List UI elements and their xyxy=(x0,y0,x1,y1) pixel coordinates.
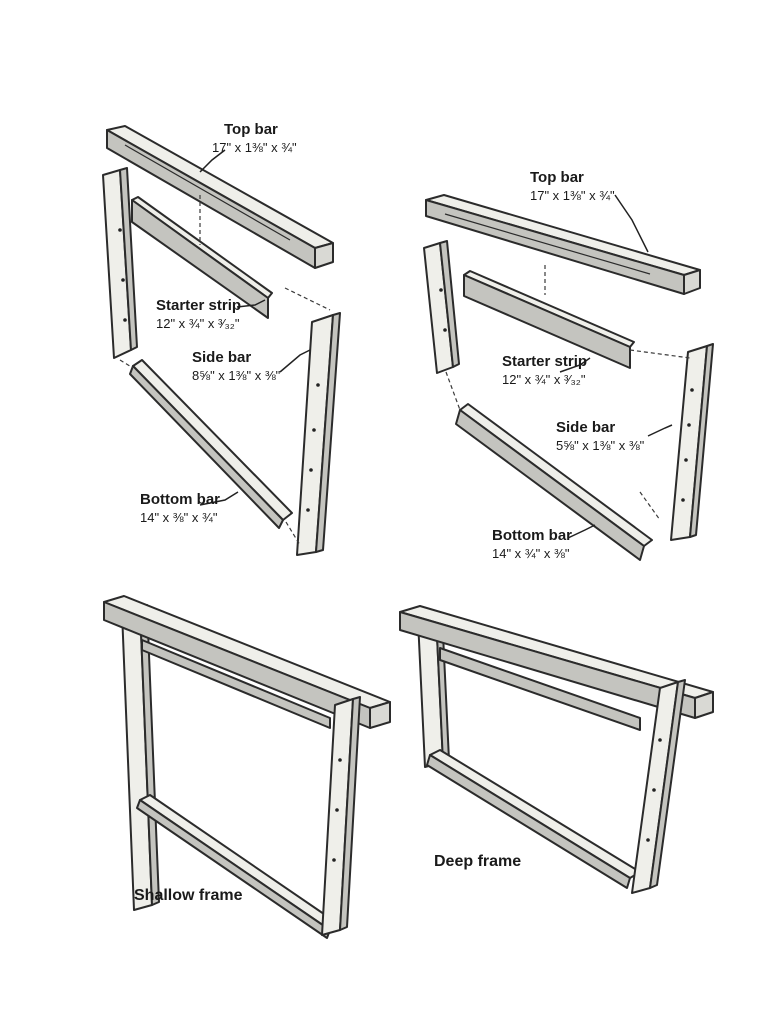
side-bar-right-part xyxy=(670,343,714,541)
bottom-bar-part xyxy=(129,359,293,529)
starter-strip-label: Starter strip xyxy=(156,297,241,314)
deep-frame-caption: Deep frame xyxy=(434,853,521,870)
starter-strip-part xyxy=(463,270,635,369)
starter-strip-dims: 12" x ¾" x ³⁄₃₂" xyxy=(156,316,240,331)
starter-strip-part xyxy=(131,196,273,319)
exploded-view-left: Top bar 17" x 1⅜" x ¾" Starter strip 12"… xyxy=(102,121,341,556)
shallow-frame-caption: Shallow frame xyxy=(134,887,243,904)
bottom-bar-part xyxy=(455,403,653,561)
exploded-view-right: Top bar 17" x 1⅜" x ¾" Starter strip 12"… xyxy=(423,169,714,561)
side-bar-left-part xyxy=(102,167,138,359)
starter-strip-dims: 12" x ¾" x ³⁄₃₂" xyxy=(502,372,586,387)
side-bar-label: Side bar xyxy=(192,349,251,366)
bottom-bar-dims: 14" x ¾" x ⅜" xyxy=(492,546,570,561)
frame-bottom-bar xyxy=(139,794,341,931)
top-bar-part xyxy=(106,125,334,269)
side-bar-dims: 5⅝" x 1⅜" x ⅜" xyxy=(556,438,645,453)
side-bar-dims: 8⅝" x 1⅜" x ⅜" xyxy=(192,368,281,383)
assembled-frame-deep: Deep frame xyxy=(399,605,714,894)
top-bar-dims: 17" x 1⅜" x ¾" xyxy=(212,140,297,155)
bottom-bar-label: Bottom bar xyxy=(140,491,220,508)
side-bar-left-part xyxy=(423,240,460,374)
side-bar-right-part xyxy=(296,312,341,556)
side-bar-label: Side bar xyxy=(556,419,615,436)
top-bar-label: Top bar xyxy=(530,169,584,186)
starter-strip-label: Starter strip xyxy=(502,353,587,370)
frame-starter-strip xyxy=(439,647,641,731)
frame-starter-strip xyxy=(141,639,331,729)
top-bar-dims: 17" x 1⅜" x ¾" xyxy=(530,188,615,203)
top-bar-part xyxy=(425,194,701,295)
bottom-bar-dims: 14" x ⅜" x ¾" xyxy=(140,510,218,525)
assembled-frame-shallow: Shallow frame xyxy=(103,595,391,939)
top-bar-label: Top bar xyxy=(224,121,278,138)
bottom-bar-label: Bottom bar xyxy=(492,527,572,544)
